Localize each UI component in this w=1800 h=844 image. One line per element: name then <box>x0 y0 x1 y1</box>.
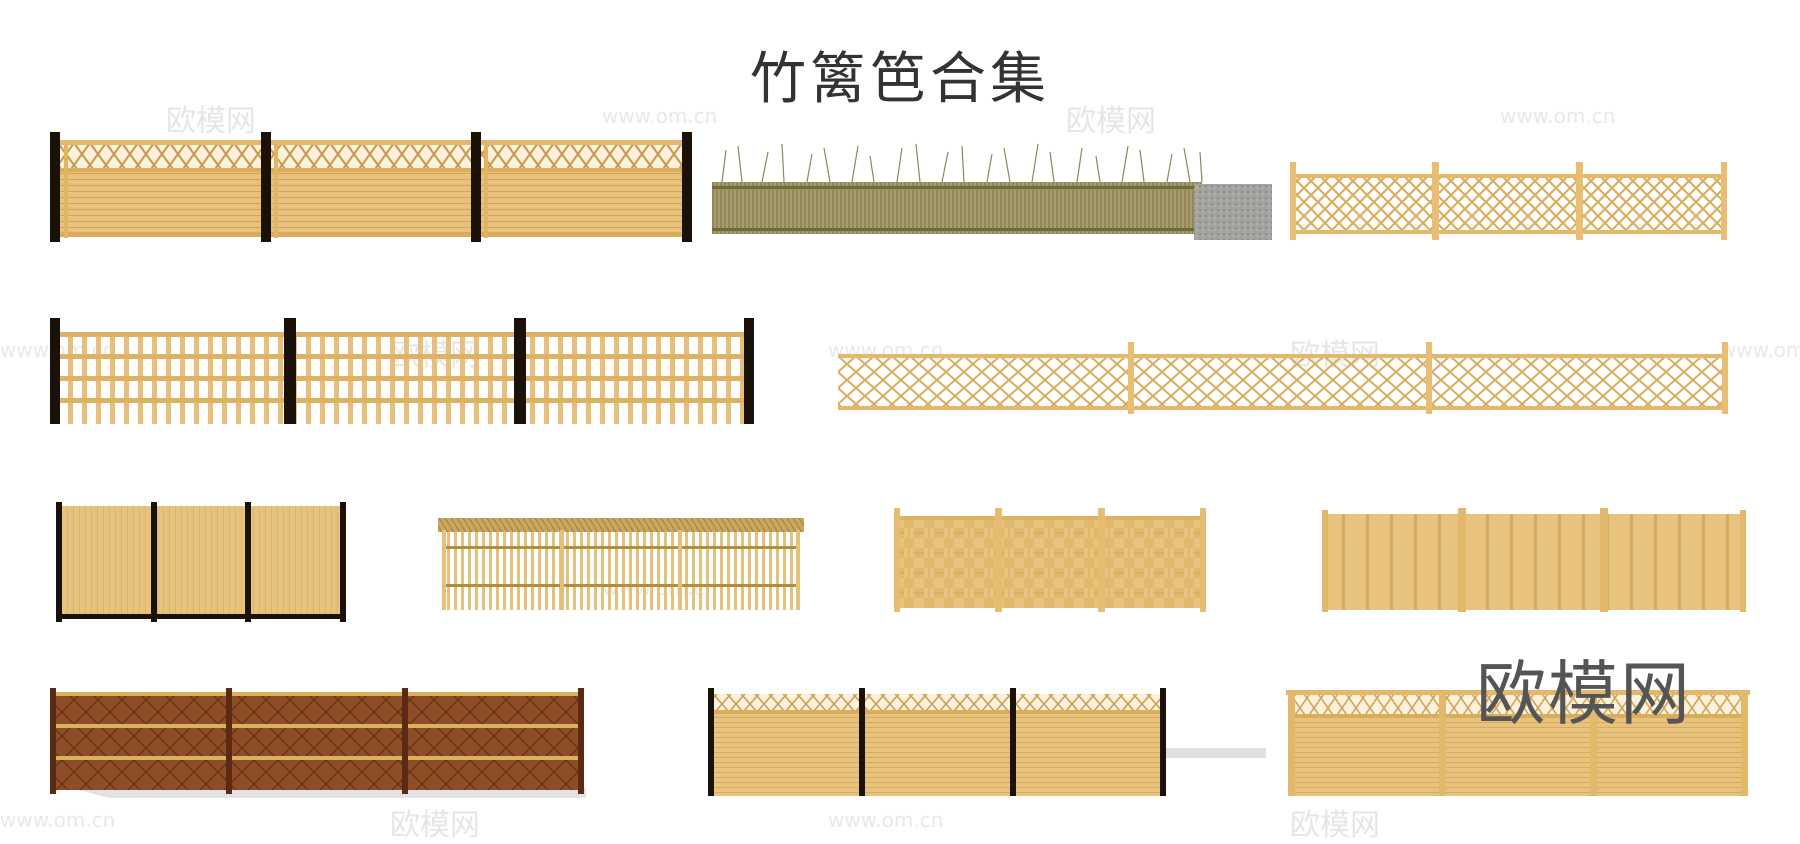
brown-herringbone-fence <box>50 688 586 800</box>
watermark: 欧模网 <box>390 808 480 843</box>
watermark-url: www.om.cn <box>602 104 718 128</box>
page-title: 竹篱笆合集 <box>750 47 1050 112</box>
brand-watermark: 欧模网 <box>1476 653 1692 735</box>
lattice-top-panel-fence-black-posts <box>50 132 692 244</box>
long-crisscross-fence <box>838 340 1728 416</box>
grid-bamboo-fence-black-posts <box>50 318 756 426</box>
watermark-url: www.om.cn <box>1500 104 1616 128</box>
watermark-url: www.om.cn <box>828 808 944 832</box>
watermark-url: www.om.cn <box>1720 338 1800 362</box>
reed-grass-fence <box>712 142 1272 242</box>
lattice-top-bamboo-fence <box>1286 688 1750 798</box>
watermark: 欧模网 <box>1066 104 1156 139</box>
lattice-top-bamboo-fence-black-posts <box>708 688 1266 798</box>
watermark: 欧模网 <box>166 104 256 139</box>
woven-bamboo-panel-fence <box>894 508 1206 612</box>
tall-panel-fence-black-posts <box>56 502 346 622</box>
watermark-url: www.om.cn <box>0 808 116 832</box>
vertical-slat-bamboo-fence <box>1322 508 1746 612</box>
diagonal-lattice-fence <box>1290 160 1728 242</box>
thatched-top-stick-fence <box>438 516 804 612</box>
watermark: 欧模网 <box>1290 808 1380 843</box>
